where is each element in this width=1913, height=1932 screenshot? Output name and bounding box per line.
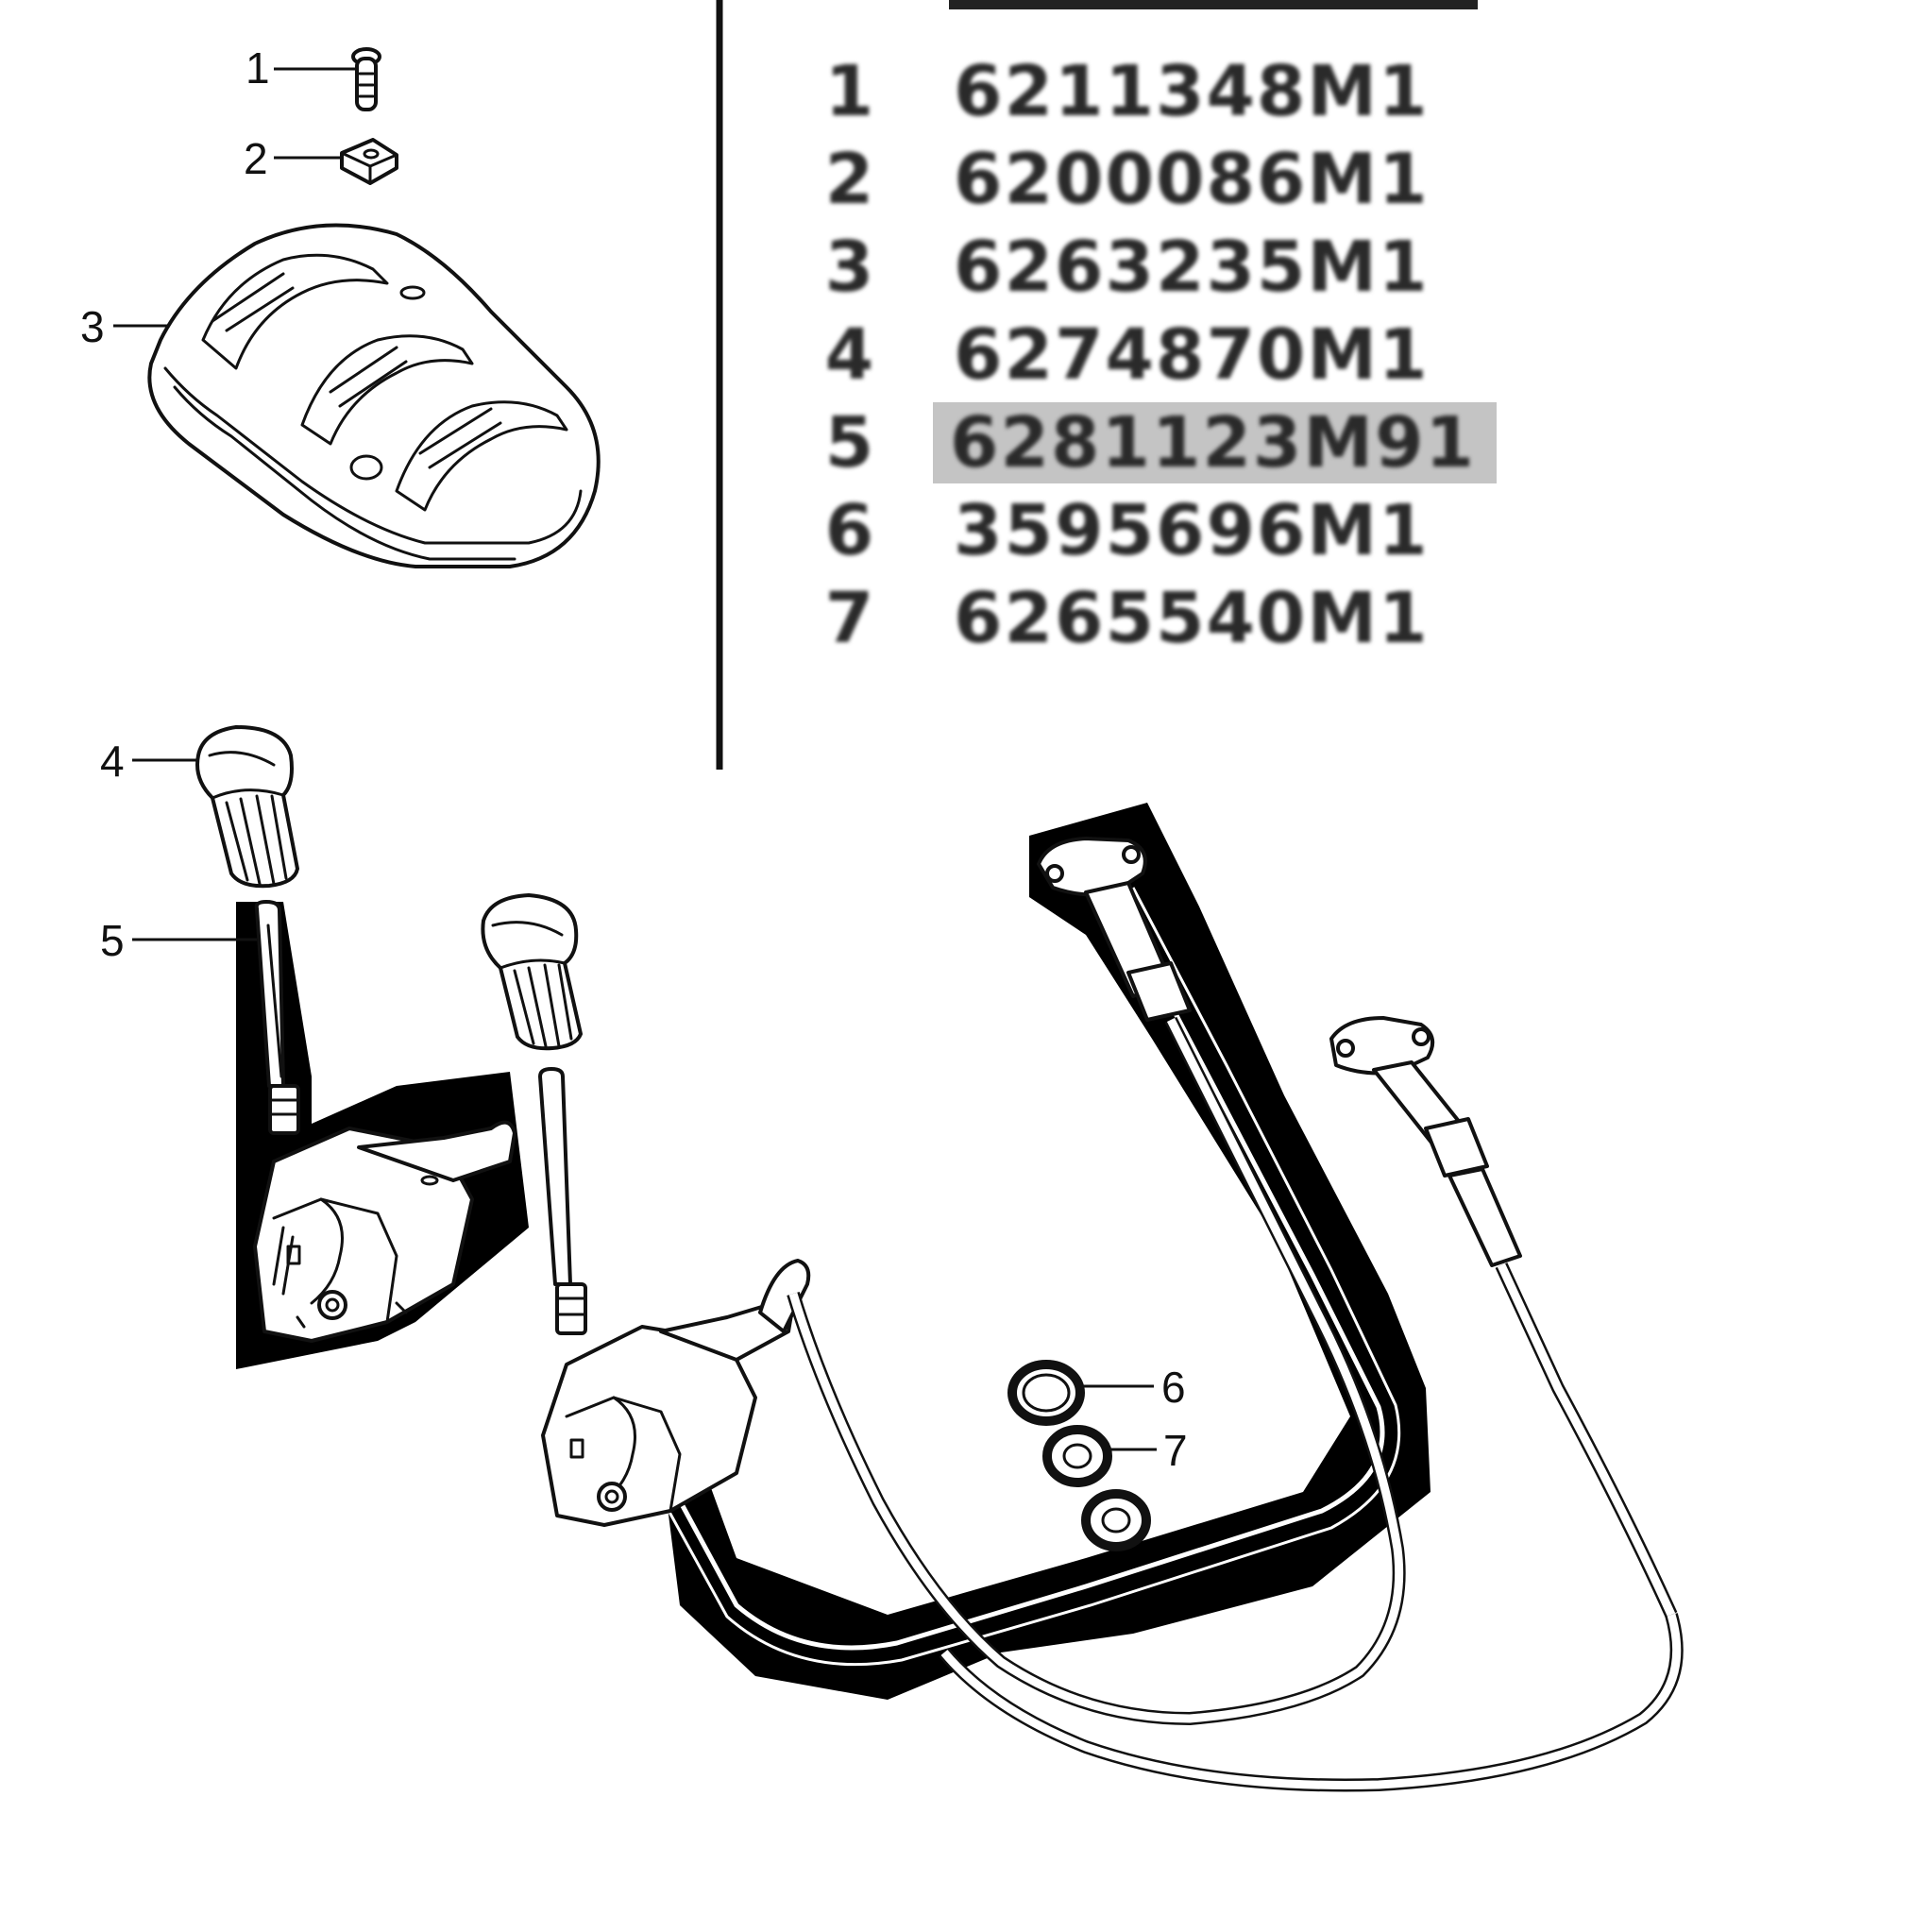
callout-5: 5	[100, 916, 125, 965]
parts-list-item-number: 2	[824, 138, 875, 220]
parts-list-row[interactable]: 2 6200086M1	[793, 135, 1511, 223]
callout-7: 7	[1163, 1426, 1188, 1475]
parts-list-row[interactable]: 6 3595696M1	[793, 486, 1511, 574]
part-4-lever-knob[interactable]	[195, 725, 299, 889]
parts-list-item-number: 4	[824, 314, 875, 396]
callout-4: 4	[100, 737, 125, 786]
parts-list-row[interactable]: 3 6263235M1	[793, 223, 1511, 311]
parts-list: 1 6211348M1 2 6200086M1 3 6263235M1 4 62…	[793, 47, 1511, 662]
callout-1: 1	[245, 43, 270, 93]
parts-list-part-number[interactable]: 6263235M1	[954, 226, 1430, 308]
parts-list-row[interactable]: 7 6265540M1	[793, 574, 1511, 662]
parts-list-item-number: 3	[824, 226, 875, 308]
parts-list-item-number: 5	[824, 401, 875, 483]
part-3-control-cover[interactable]	[147, 223, 601, 568]
parts-list-part-number[interactable]: 6274870M1	[954, 314, 1430, 396]
part-1-screw[interactable]	[351, 47, 381, 111]
parts-list-header-tick	[1445, 0, 1471, 9]
parts-list-item-number: 7	[824, 577, 875, 659]
secondary-lever-knob[interactable]	[481, 893, 583, 1051]
callout-3: 3	[80, 302, 105, 351]
part-5-lever-assembly[interactable]	[236, 900, 529, 1369]
parts-list-item-number: 6	[824, 489, 875, 571]
parts-list-item-number: 1	[824, 50, 875, 132]
parts-list-part-number[interactable]: 6200086M1	[954, 138, 1430, 220]
parts-list-part-number[interactable]: 6265540M1	[954, 577, 1430, 659]
parts-list-part-number[interactable]: 6211348M1	[954, 50, 1430, 132]
callout-2: 2	[244, 134, 268, 183]
secondary-lever-assembly[interactable]	[538, 803, 1684, 1792]
parts-list-row[interactable]: 1 6211348M1	[793, 47, 1511, 135]
parts-list-row[interactable]: 4 6274870M1	[793, 311, 1511, 398]
part-7-spacer-ring[interactable]	[1042, 1425, 1151, 1551]
parts-list-header-bar	[949, 0, 1478, 9]
part-6-washer[interactable]	[1007, 1360, 1085, 1426]
selected-part-highlight: 6281123M91	[933, 401, 1498, 483]
parts-list-part-number[interactable]: 6281123M91	[950, 401, 1477, 483]
callout-6: 6	[1161, 1363, 1186, 1412]
parts-list-part-number[interactable]: 3595696M1	[954, 489, 1430, 571]
part-2-clip-nut[interactable]	[340, 138, 398, 185]
parts-list-row-selected[interactable]: 5 6281123M91	[793, 398, 1511, 486]
